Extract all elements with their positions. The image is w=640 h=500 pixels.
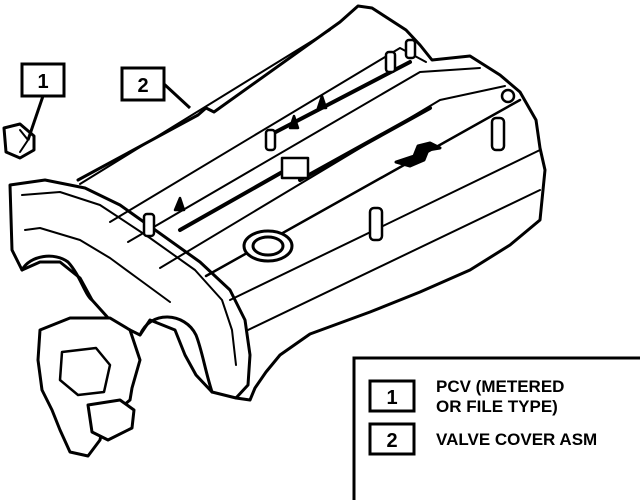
bolt-marker [316, 94, 328, 110]
bolt-marker [173, 196, 186, 212]
lower-bracket [36, 316, 142, 458]
legend-label-1-line2: OR FILE TYPE) [436, 397, 558, 416]
cover-ridge-2 [109, 47, 427, 223]
legend-number-2: 2 [386, 430, 397, 452]
bolt-marker [288, 114, 300, 130]
bolt [368, 206, 384, 242]
valve-cover-assembly [2, 4, 547, 458]
bolt [404, 38, 417, 60]
callout-2: 2 [120, 66, 192, 110]
end-plate-rim [21, 191, 237, 366]
bolt [490, 116, 506, 152]
end-plate-inner-rim [24, 227, 171, 303]
bolt [264, 128, 277, 152]
callout-leader-1 [26, 95, 45, 141]
lower-bracket-tab [86, 398, 136, 442]
callout-leader-2 [162, 82, 192, 110]
cover-ridge-3 [127, 67, 481, 243]
cover-bolts [142, 38, 516, 242]
legend: 1 PCV (METERED OR FILE TYPE) 2 VALVE COV… [352, 356, 640, 500]
bolt [384, 50, 397, 74]
bolt [142, 212, 156, 238]
callout-box-2 [120, 66, 166, 102]
legend-item-1: 1 PCV (METERED OR FILE TYPE) [368, 377, 564, 416]
legend-frame [352, 356, 640, 500]
cover-ridge-1 [79, 29, 331, 185]
legend-box-2 [368, 422, 416, 456]
legend-label-2-line1: VALVE COVER ASM [436, 430, 597, 449]
cover-ridge-6 [229, 149, 541, 301]
oil-filler-cap-inner [251, 235, 285, 257]
cover-ridge-7 [247, 189, 541, 331]
cover-end-plate [8, 178, 252, 400]
end-plate-cutout-right [138, 315, 214, 394]
lower-bracket-slot [58, 346, 112, 397]
cover-emblem [394, 141, 442, 168]
legend-item-2: 2 VALVE COVER ASM [368, 422, 597, 456]
legend-number-1: 1 [386, 387, 397, 409]
cover-ridge-4 [159, 85, 506, 269]
pcv-valve [2, 122, 36, 160]
bolt [500, 88, 516, 104]
bolt-bracket [280, 156, 310, 180]
cover-top-outline [76, 4, 547, 402]
end-plate-cutout-left [20, 254, 94, 302]
pcv-valve-body [2, 122, 36, 160]
callout-number-2: 2 [137, 75, 148, 97]
callout-number-1: 1 [37, 71, 48, 93]
legend-label-1-line1: PCV (METERED [436, 377, 564, 396]
legend-box-1 [368, 379, 416, 413]
callout-1: 1 [20, 62, 66, 141]
